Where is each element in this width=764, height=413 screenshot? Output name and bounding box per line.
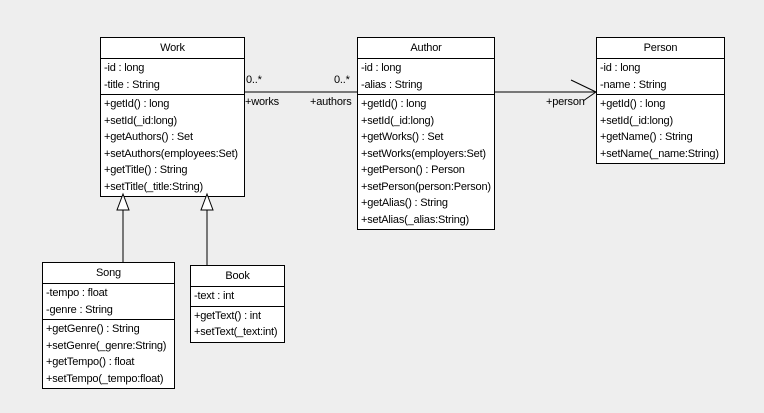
method-row: +getPerson() : Person [361,164,465,176]
method-row: +setAuthors(employees:Set) [104,147,238,160]
method-row: +setTempo(_tempo:float) [46,372,164,385]
method-row: +getAuthors() : Set [104,131,193,143]
attribute-row: -alias : String [361,78,423,91]
class-title: Work [160,42,185,54]
class-song[interactable]: Song -tempo : float -genre : String +getG… [42,262,175,389]
methods-section: +getGenre() : String +setGenre(_genre:Str… [43,319,174,388]
method-row: +setText(_text:int) [194,326,278,338]
class-title: Author [410,42,442,54]
role-label-person: +person [546,96,585,108]
class-book[interactable]: Book -text : int +getText() : int +setTex… [190,265,285,343]
method-row: +getWorks() : Set [361,131,444,143]
method-row: +getId() : long [361,98,427,110]
method-row: +getName() : String [600,131,693,143]
role-label-authors: +authors [310,96,352,108]
attribute-row: -genre : String [46,303,113,316]
method-row: +setId(_id:long) [600,114,673,127]
attributes-section: -id : long -name : String [597,58,724,94]
method-row: +setPerson(person:Person) [361,180,491,193]
generalization-book-work[interactable] [200,192,214,265]
method-row: +getId() : long [600,98,666,110]
method-row: +getId() : long [104,98,170,110]
method-row: +setGenre(_genre:String) [46,339,167,352]
class-person[interactable]: Person -id : long -name : String +getId()… [596,37,725,164]
method-row: +setName(_name:String) [600,147,719,160]
method-row: +setId(_id:long) [104,114,177,127]
methods-section: +getText() : int +setText(_text:int) [191,305,284,342]
class-author[interactable]: Author -id : long -alias : String +getId(… [357,37,495,230]
multiplicity-work-end: 0..* [246,74,262,86]
method-row: +getTitle() : String [104,164,188,176]
class-title: Person [643,42,678,54]
class-work[interactable]: Work -id : long -title : String +getId() … [100,37,245,197]
role-label-works: +works [245,96,279,108]
method-row: +getText() : int [194,309,261,322]
method-row: +getTempo() : float [46,356,135,368]
attribute-row: -text : int [194,290,234,302]
attribute-row: -title : String [104,78,160,91]
method-row: +setId(_id:long) [361,114,434,127]
class-title: Song [96,267,121,279]
attribute-row: -id : long [361,62,402,74]
attribute-row: -id : long [104,62,145,74]
methods-section: +getId() : long +setId(_id:long) +getAutho… [101,94,244,196]
method-row: +setWorks(employers:Set) [361,147,486,160]
class-title: Book [225,270,250,282]
methods-section: +getId() : long +setId(_id:long) +getWorks… [358,94,494,229]
attributes-section: -tempo : float -genre : String [43,283,174,319]
attributes-section: -id : long -alias : String [358,58,494,94]
attributes-section: -text : int [191,286,284,306]
attribute-row: -tempo : float [46,287,108,299]
method-row: +getAlias() : String [361,197,448,209]
generalization-song-work[interactable] [116,192,130,262]
attribute-row: -id : long [600,62,641,74]
multiplicity-author-end: 0..* [334,74,350,86]
attribute-row: -name : String [600,78,667,91]
method-row: +setTitle(_title:String) [104,180,204,193]
method-row: +setAlias(_alias:String) [361,213,469,226]
method-row: +getGenre() : String [46,323,140,335]
methods-section: +getId() : long +setId(_id:long) +getName(… [597,94,724,163]
attributes-section: -id : long -title : String [101,58,244,94]
